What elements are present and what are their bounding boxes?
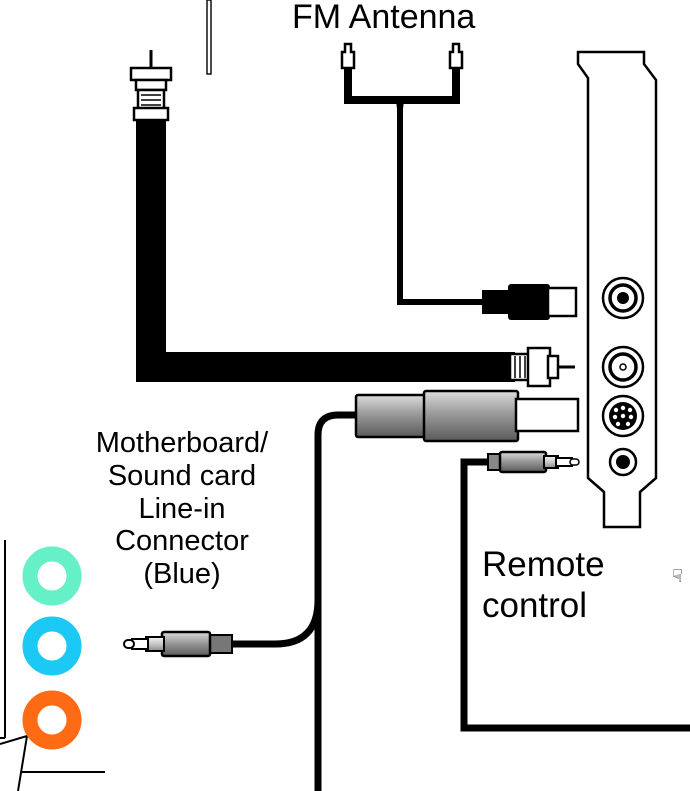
motherboard-panel-edge xyxy=(0,540,105,791)
coax-tv-port xyxy=(601,345,645,389)
line-in-label-line: (Blue) xyxy=(143,558,221,591)
remote-label-line: control xyxy=(482,586,588,626)
hand-cursor-icon: ☟ xyxy=(672,566,683,587)
remote-mini-plug xyxy=(487,450,580,474)
fm-antenna-tip-left xyxy=(340,42,356,70)
line-in-jack-orange xyxy=(22,690,82,750)
fm-antenna-tip-right xyxy=(448,42,464,70)
fm-plug xyxy=(482,284,578,320)
coax-card-connector xyxy=(508,346,575,388)
fm-antenna-cable xyxy=(340,42,578,320)
line-in-connector-label: Motherboard/ Sound card Line-in Connecto… xyxy=(72,427,292,591)
line-in-label-line: Connector xyxy=(115,525,249,558)
line-in-jack-green xyxy=(22,546,82,606)
radio-jack-port xyxy=(601,276,645,320)
line-in-jack-blue xyxy=(22,616,82,676)
remote-control-cable xyxy=(460,450,690,732)
line-in-label-line: Line-in xyxy=(138,492,226,525)
line-in-label-line: Sound card xyxy=(107,459,257,492)
audio-cable xyxy=(123,389,580,791)
svideo-port xyxy=(601,394,645,438)
line-in-plug xyxy=(123,630,233,658)
remote-label-line: Remote xyxy=(482,545,605,584)
fm-antenna-label: FM Antenna xyxy=(292,0,476,36)
audio-card-plug xyxy=(354,389,580,443)
tv-coax-cable xyxy=(129,50,575,388)
line-in-label-line: Motherboard/ xyxy=(95,427,269,459)
remote-control-label: Remote control xyxy=(482,544,605,627)
coax-top-connector xyxy=(129,50,173,122)
audio-out-port xyxy=(608,447,638,477)
top-guide-line xyxy=(206,0,212,75)
